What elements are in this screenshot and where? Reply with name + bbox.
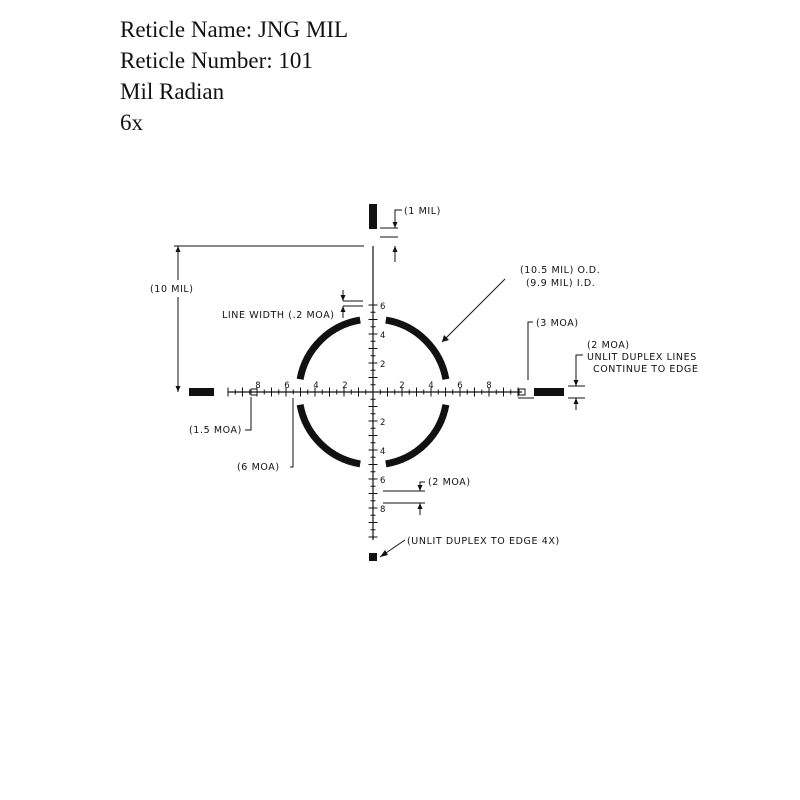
duplex-left (189, 388, 214, 396)
label-line-width: LINE WIDTH (.2 MOA) (222, 310, 335, 321)
reticle-header: Reticle Name: JNG MIL Reticle Number: 10… (120, 14, 348, 138)
v-top-label-6: 6 (380, 302, 385, 312)
arc-bottom-left (296, 404, 361, 468)
arc-top-left (296, 316, 361, 380)
label-one-five-moa: (1.5 MOA) (189, 425, 242, 436)
label-two-moa-bottom: (2 MOA) (428, 477, 471, 488)
label-unlit-duplex-edge: (UNLIT DUPLEX TO EDGE 4X) (407, 536, 560, 547)
outer-circle-arcs (296, 316, 450, 468)
label-three-moa: (3 MOA) (536, 318, 579, 329)
reticle-magnification: 6x (120, 110, 143, 135)
h-right-label-6: 6 (457, 381, 462, 391)
h-left-label-8: 8 (255, 381, 260, 391)
annotation-labels: (1 MIL) (10 MIL) LINE WIDTH (.2 MOA) (10… (150, 206, 699, 547)
v-bottom-label-2: 2 (380, 418, 385, 428)
h-left-label-6: 6 (284, 381, 289, 391)
label-id: (9.9 MIL) I.D. (526, 278, 595, 289)
v-bottom-label-8: 8 (380, 505, 385, 515)
h-right-label-4: 4 (428, 381, 433, 391)
dimension-arrows (175, 222, 579, 557)
label-ten-mil: (10 MIL) (150, 284, 194, 295)
label-six-moa: (6 MOA) (237, 462, 280, 473)
v-top-label-2: 2 (380, 360, 385, 370)
h-left-label-2: 2 (342, 381, 347, 391)
h-left-label-4: 4 (313, 381, 318, 391)
v-bottom-label-4: 4 (380, 447, 385, 457)
v-top-label-4: 4 (380, 331, 385, 341)
duplex-top (369, 204, 377, 229)
duplex-bottom (369, 553, 377, 561)
arc-top-right (385, 316, 450, 380)
label-unlit-duplex-lines-1: UNLIT DUPLEX LINES (587, 352, 697, 363)
label-one-mil: (1 MIL) (404, 206, 441, 217)
label-od: (10.5 MIL) O.D. (520, 265, 600, 276)
v-bottom-label-6: 6 (380, 476, 385, 486)
reticle-unit: Mil Radian (120, 79, 225, 104)
arc-bottom-right (385, 404, 450, 468)
h-right-label-8: 8 (486, 381, 491, 391)
label-two-moa-right: (2 MOA) (587, 340, 630, 351)
end-box-left (250, 388, 258, 396)
tick-marks (227, 304, 519, 538)
tick-labels: 8 6 4 2 2 4 6 8 6 4 2 2 4 6 8 (255, 302, 491, 515)
dimension-lines (174, 209, 585, 558)
reticle-number: Reticle Number: 101 (120, 48, 313, 73)
duplex-right (534, 388, 564, 396)
label-unlit-duplex-lines-2: CONTINUE TO EDGE (593, 364, 699, 375)
reticle-name: Reticle Name: JNG MIL (120, 17, 349, 42)
h-right-label-2: 2 (399, 381, 404, 391)
end-box-right (518, 388, 526, 396)
